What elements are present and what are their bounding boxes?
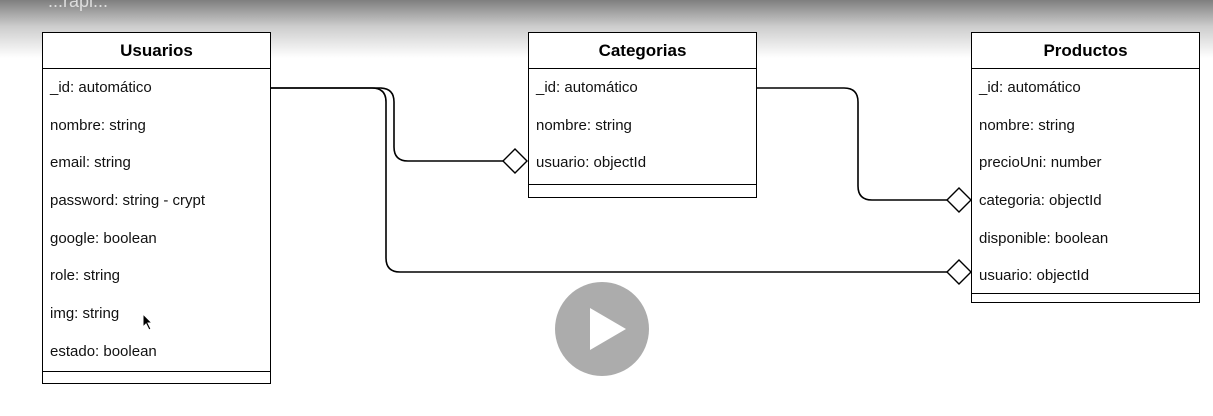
field-nombre: nombre: string xyxy=(536,116,632,134)
entity-footer xyxy=(972,293,1199,302)
field-preciouni: precioUni: number xyxy=(979,154,1102,172)
field-categoria: categoria: objectId xyxy=(979,192,1102,210)
field-role: role: string xyxy=(50,267,121,285)
field-img: img: string xyxy=(50,305,120,323)
connector-usuarios-categorias xyxy=(271,87,503,162)
entity-footer xyxy=(529,184,756,197)
field-password: password: string - crypt xyxy=(50,192,206,210)
connector-categorias-productos xyxy=(757,87,947,201)
field-google: google: boolean xyxy=(50,229,157,247)
field-usuario: usuario: objectId xyxy=(536,154,647,172)
connector-usuarios-productos xyxy=(271,87,947,273)
field-id: _id: automático xyxy=(979,79,1081,96)
field-usuario: usuario: objectId xyxy=(979,267,1090,285)
entity-categorias: Categorias _id: automático nombre: strin… xyxy=(528,32,757,198)
field-nombre: nombre: string xyxy=(50,116,146,134)
field-email: email: string xyxy=(50,154,131,172)
video-title: ...rapi... xyxy=(48,0,109,11)
field-nombre: nombre: string xyxy=(979,116,1075,134)
field-id: _id: automático xyxy=(536,79,638,96)
play-icon xyxy=(590,308,626,350)
entity-usuarios: Usuarios _id: automático nombre: string … xyxy=(42,32,271,384)
diamond-aggregation-icon xyxy=(946,259,972,285)
entity-title: Usuarios xyxy=(43,33,270,69)
mouse-pointer-icon xyxy=(142,313,154,331)
play-button[interactable] xyxy=(555,282,649,376)
diamond-aggregation-icon xyxy=(502,148,528,174)
field-disponible: disponible: boolean xyxy=(979,229,1109,247)
entity-title: Categorias xyxy=(529,33,756,69)
field-estado: estado: boolean xyxy=(50,342,157,360)
entity-footer xyxy=(43,371,270,383)
diamond-aggregation-icon xyxy=(946,187,972,213)
entity-productos: Productos _id: automático nombre: string… xyxy=(971,32,1200,303)
entity-title: Productos xyxy=(972,33,1199,69)
field-id: _id: automático xyxy=(50,79,152,96)
